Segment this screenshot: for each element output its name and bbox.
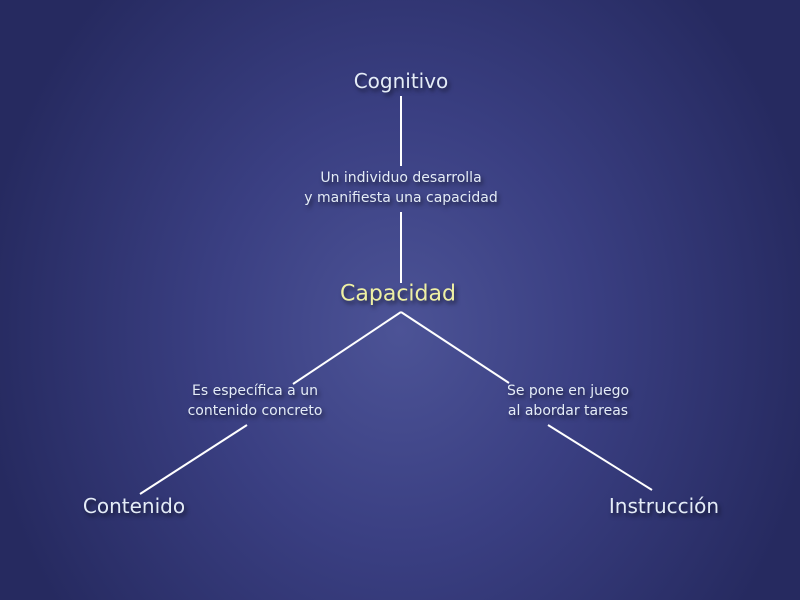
- link-label-line: al abordar tareas: [507, 403, 629, 419]
- link-label-line: Es específica a un: [192, 383, 318, 399]
- node-instruccion: Instrucción: [608, 494, 720, 518]
- link-label-line: Un individuo desarrolla: [320, 170, 482, 186]
- node-contenido: Contenido: [82, 494, 186, 518]
- line-right-lower: [547, 424, 653, 491]
- line-center-right-upper: [400, 311, 510, 384]
- line-center-left-upper: [292, 311, 402, 385]
- link-label-right: Se pone en juego al abordar tareas: [507, 381, 629, 421]
- link-label-line: Se pone en juego: [506, 383, 630, 399]
- line-left-lower: [139, 424, 248, 495]
- node-cognitivo: Cognitivo: [353, 69, 449, 93]
- link-label-top: Un individuo desarrolla y manifiesta una…: [304, 168, 497, 208]
- link-label-line: contenido concreto: [187, 403, 323, 419]
- link-label-line: y manifiesta una capacidad: [304, 190, 498, 206]
- link-label-left: Es específica a un contenido concreto: [188, 381, 323, 421]
- node-capacidad: Capacidad: [340, 281, 456, 307]
